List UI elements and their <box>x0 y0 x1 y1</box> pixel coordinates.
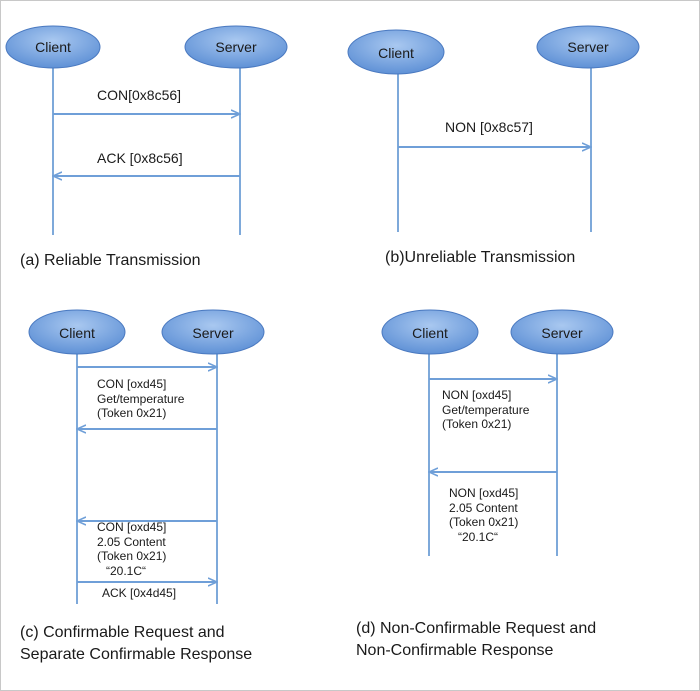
panel-c-msg-response-line-1: CON [oxd45] <box>97 520 167 534</box>
panel-d-msg-response-label: NON [oxd45] 2.05 Content (Token 0x21) “2… <box>449 486 518 544</box>
panel-d-msg-request-label: NON [oxd45] Get/temperature (Token 0x21) <box>442 388 529 432</box>
panel-c-msg-response-line-4: “20.1C“ <box>106 563 147 578</box>
panel-d: Client Server <box>381 309 614 556</box>
panel-c-msg-request-line-1: CON [oxd45] <box>97 377 167 391</box>
panel-d-msg-response-line-3: (Token 0x21) <box>449 515 519 529</box>
panel-d-msg-request-line-2: Get/temperature <box>442 402 530 417</box>
panel-b: Client Server <box>347 25 640 232</box>
panel-c-msg-ack-label: ACK [0x4d45] <box>102 586 177 600</box>
panel-c-msg-request-line-2: Get/temperature <box>97 391 185 406</box>
panel-c-caption: (c) Confirmable Request and Separate Con… <box>20 622 252 666</box>
panel-b-server-label: Server <box>567 39 609 55</box>
panel-a-caption: (a) Reliable Transmission <box>20 252 201 269</box>
panel-c-msg-response-line-2: 2.05 Content <box>97 534 166 549</box>
panel-c-caption-line-2: Separate Confirmable Response <box>20 646 253 663</box>
panel-d-msg-response-line-1: NON [oxd45] <box>449 486 519 500</box>
panel-d-client-node <box>381 309 479 355</box>
panel-c-msg-response-line-3: (Token 0x21) <box>97 549 167 563</box>
panel-b-msg-non-label: NON [0x8c57] <box>445 119 533 135</box>
panel-d-msg-response-line-2: 2.05 Content <box>449 500 518 515</box>
panel-b-server-node <box>536 25 640 69</box>
panel-d-caption-line-1: (d) Non-Confirmable Request and <box>356 620 597 637</box>
panel-b-caption: (b)Unreliable Transmission <box>385 249 576 266</box>
panel-a-client-label: Client <box>35 39 71 55</box>
panel-c-client-node <box>28 309 126 355</box>
panel-a-server-node <box>184 25 288 69</box>
panel-c-msg-response-label: CON [oxd45] 2.05 Content (Token 0x21) “2… <box>97 520 166 578</box>
panel-c-client-label: Client <box>59 325 95 341</box>
panel-d-server-node <box>510 309 614 355</box>
panel-c-caption-line-1: (c) Confirmable Request and <box>20 624 225 641</box>
panel-d-caption: (d) Non-Confirmable Request and Non-Conf… <box>356 618 596 662</box>
panel-c-msg-request-line-3: (Token 0x21) <box>97 406 167 420</box>
panel-c-msg-request-label: CON [oxd45] Get/temperature (Token 0x21) <box>97 377 184 421</box>
panel-a: Client Server <box>5 25 288 235</box>
panel-d-server-label: Server <box>541 325 583 341</box>
panel-c-server-label: Server <box>192 325 234 341</box>
panel-d-caption-line-2: Non-Confirmable Response <box>356 642 554 659</box>
panel-d-msg-request-line-1: NON [oxd45] <box>442 388 512 402</box>
panel-d-client-label: Client <box>412 325 448 341</box>
panel-a-server-label: Server <box>215 39 257 55</box>
panel-b-client-label: Client <box>378 45 414 61</box>
panel-b-client-node <box>347 29 445 75</box>
panel-d-msg-response-line-4: “20.1C“ <box>458 529 499 544</box>
panel-c-server-node <box>161 309 265 355</box>
panel-c: Client Server <box>28 309 265 604</box>
panel-a-client-node <box>5 25 101 69</box>
panel-a-msg-ack-label: ACK [0x8c56] <box>97 150 183 166</box>
panel-a-msg-con-label: CON[0x8c56] <box>97 87 182 103</box>
panel-d-msg-request-line-3: (Token 0x21) <box>442 417 512 431</box>
